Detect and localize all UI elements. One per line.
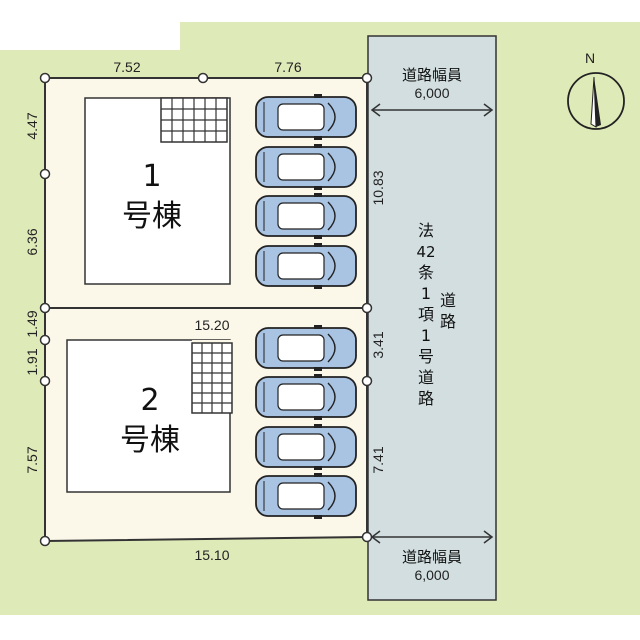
svg-text:道: 道 bbox=[440, 291, 456, 310]
svg-text:1: 1 bbox=[421, 326, 431, 345]
car-5 bbox=[255, 325, 357, 371]
svg-text:項: 項 bbox=[418, 305, 434, 324]
lot-2-label: 号棟 bbox=[120, 423, 180, 458]
svg-text:42: 42 bbox=[416, 243, 435, 261]
svg-text:法: 法 bbox=[418, 221, 434, 240]
svg-text:号: 号 bbox=[418, 347, 434, 366]
svg-text:道: 道 bbox=[418, 368, 434, 387]
compass-n-label: N bbox=[585, 50, 595, 66]
road-width-label-bottom: 道路幅員 bbox=[402, 548, 462, 566]
boundary-markers bbox=[39, 72, 373, 547]
lot-2-number: 2 bbox=[140, 383, 159, 418]
road-width-value-bottom: 6,000 bbox=[414, 567, 449, 583]
svg-text:路: 路 bbox=[440, 312, 456, 331]
svg-text:1: 1 bbox=[421, 284, 431, 303]
road-width-label-top: 道路幅員 bbox=[402, 66, 462, 84]
parking-cars bbox=[255, 94, 357, 519]
balcony-grid-1 bbox=[160, 97, 228, 143]
svg-text:条: 条 bbox=[418, 263, 434, 282]
svg-text:路: 路 bbox=[418, 389, 434, 408]
car-6 bbox=[255, 374, 357, 420]
road-width-arrow-bottom bbox=[370, 530, 494, 544]
dim-left-lower: 7.57 bbox=[24, 446, 40, 473]
car-2 bbox=[255, 144, 357, 190]
road-designation-col2: 道路 bbox=[440, 291, 456, 331]
dim-divider: 15.20 bbox=[194, 317, 229, 333]
dim-right-lower: 7.41 bbox=[370, 446, 386, 473]
dim-top-right: 7.76 bbox=[274, 59, 301, 75]
road-designation-col1: 法 42 条 1 項 1 号道路 bbox=[416, 221, 435, 408]
road-width-arrow-top bbox=[370, 103, 494, 117]
dim-bottom: 15.10 bbox=[194, 547, 229, 563]
dim-left-b: 1.91 bbox=[24, 348, 40, 375]
road bbox=[367, 35, 497, 601]
car-3 bbox=[255, 193, 357, 239]
lot-1-label: 号棟 bbox=[122, 199, 182, 234]
dim-left-mid: 6.36 bbox=[24, 228, 40, 255]
car-4 bbox=[255, 243, 357, 289]
dim-left-upper: 4.47 bbox=[24, 112, 40, 139]
dim-top-left: 7.52 bbox=[113, 59, 140, 75]
compass-north-arrow bbox=[567, 72, 625, 130]
building-2 bbox=[66, 339, 231, 493]
balcony-grid-2 bbox=[191, 342, 233, 414]
dim-right-upper: 10.83 bbox=[370, 170, 386, 205]
road-width-value-top: 6,000 bbox=[414, 85, 449, 101]
lot-1-number: 1 bbox=[142, 159, 161, 194]
car-8 bbox=[255, 473, 357, 519]
car-7 bbox=[255, 424, 357, 470]
car-1 bbox=[255, 94, 357, 140]
dim-left-a: 1.49 bbox=[24, 310, 40, 337]
dim-right-mid: 3.41 bbox=[370, 331, 386, 358]
road-width-box-top bbox=[384, 62, 482, 104]
